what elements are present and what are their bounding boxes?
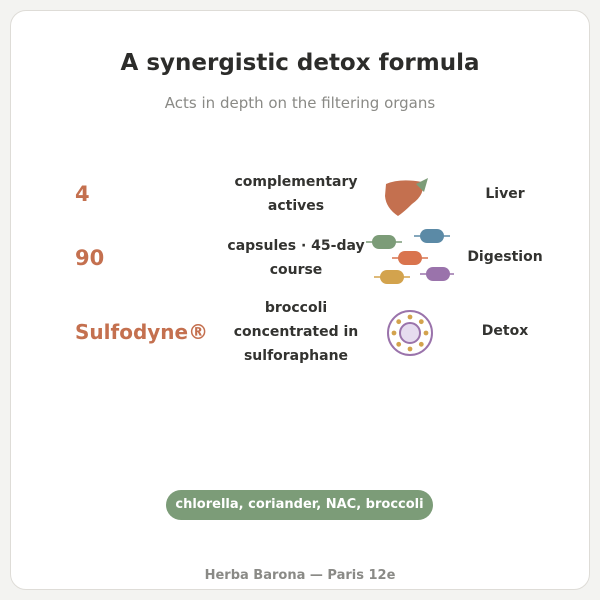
capsule-purple: [420, 267, 454, 281]
capsule-green: [366, 235, 402, 249]
cell-dot: [423, 330, 429, 336]
liver-shape: [385, 180, 423, 216]
cell-nucleus: [399, 322, 421, 344]
row-label-liver: Liver: [485, 186, 525, 202]
row-value-capsules: 90: [75, 246, 105, 270]
ingredients-pill: chlorella, coriander, NAC, broccoli: [166, 490, 433, 520]
liver-icon: [382, 174, 432, 222]
cell-dot: [396, 341, 402, 347]
row-description-actives: complementary actives: [234, 174, 358, 214]
row-label-digestion: Digestion: [467, 249, 543, 265]
row-description-sulfodyne: broccoli concentrated in sulforaphane: [233, 300, 359, 364]
cell-dot: [396, 319, 402, 325]
row-label-detox: Detox: [481, 323, 529, 339]
cell-icon: [386, 309, 434, 361]
page-title: A synergistic detox formula: [120, 50, 480, 76]
cell-dot: [418, 341, 424, 347]
cell-dot: [391, 330, 397, 336]
page-subtitle: Acts in depth on the filtering organs: [164, 94, 436, 112]
footer-text: Herba Barona — Paris 12e: [204, 568, 396, 583]
capsules-icon: [364, 226, 456, 292]
cell-dot: [418, 319, 424, 325]
row-description-capsules: capsules · 45-day course: [227, 238, 365, 278]
cell-dot: [407, 346, 413, 352]
leaf-shape: [416, 178, 428, 192]
capsule-mustard: [374, 270, 410, 284]
capsule-orange: [392, 251, 428, 265]
row-value-actives: 4: [75, 182, 90, 206]
cell-dot: [407, 314, 413, 320]
row-value-sulfodyne: Sulfodyne®: [75, 320, 209, 344]
capsule-blue: [414, 229, 450, 243]
